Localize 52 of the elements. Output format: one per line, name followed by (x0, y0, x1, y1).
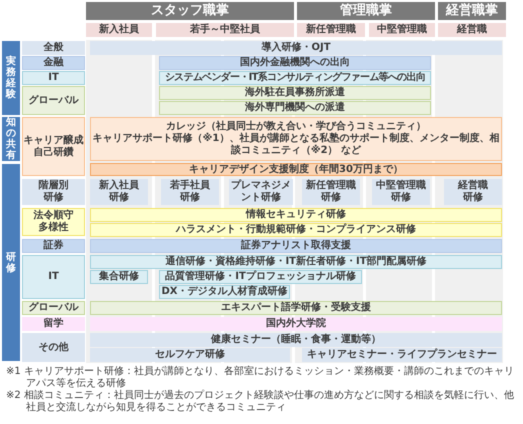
footnote: ※1 キャリアサポート研修：社員が講師となり、各部室におけるミッション・業務概要・講師のこれまでのキャリアパス等を伝える研修 (6, 366, 515, 390)
program-text: カレッジ（社員同士が教え合い・学び合うコミュニティ） (166, 121, 426, 132)
program-bar: 若手社員研修 (161, 179, 219, 205)
position-header: 若手～中堅社員 (156, 23, 294, 37)
program-bar: システムベンダー・IT系コンサルティングファーム等への出向 (159, 71, 431, 85)
program-bar: ハラスメント・行動規範研修・コンプライアンス研修 (90, 223, 502, 237)
program-bar: DX・デジタル人材育成研修 (159, 285, 290, 299)
program-bar: セルフケア研修 (90, 348, 290, 362)
program-bar: 集合研修 (90, 270, 148, 284)
subcategory-label: IT (22, 71, 85, 85)
grade-header: 管理職掌 (297, 2, 435, 20)
subcategory-label: 階層別研修 (22, 179, 85, 205)
program-bar: 経営職研修 (444, 179, 502, 205)
program-bar: 国内外大学院 (90, 317, 502, 331)
program-bar: 国内外金融機関への出向 (159, 56, 431, 70)
program-bar: 海外駐在員事務所派遣 (159, 86, 431, 100)
subcategory-label: 全般 (22, 41, 85, 55)
program-bar: 導入研修・OJT (90, 41, 502, 55)
program-bar: 通信研修・資格維持研修・IT新任者研修・IT部門配属研修 (90, 255, 502, 269)
program-text: キャリアサポート研修（※1）、社員が講師となる私塾のサポート制度、メンター制度、相談コミュニティ（※2） など (92, 133, 500, 157)
program-bar: 情報セキュリティ研修 (90, 208, 502, 222)
category-label: 実務経験 (2, 41, 20, 115)
program-bar: プレマネジメント研修 (229, 179, 293, 205)
category-label: 知の共有 (2, 117, 20, 161)
position-header: 新入社員 (86, 23, 152, 37)
category-label: 研修 (2, 164, 20, 361)
position-header: 経営職 (438, 23, 506, 37)
subcategory-label: IT (22, 255, 85, 299)
program-bar: 海外専門機関への派遣 (159, 101, 431, 115)
program-bar: キャリアセミナー・ライフプランセミナー (302, 348, 502, 362)
subcategory-label: 法令順守多様性 (22, 208, 85, 236)
grade-header: 経営職掌 (438, 2, 506, 20)
program-bar: キャリアデザイン支援制度（年間30万円まで） (90, 163, 502, 176)
subcategory-label: 留学 (22, 317, 85, 331)
subcategory-label: 証券 (22, 239, 85, 253)
program-bar: 新任管理職研修 (302, 179, 360, 205)
subcategory-label: グローバル (22, 86, 85, 115)
program-bar: 品質管理研修・ITプロフェッショナル研修 (159, 270, 362, 284)
subcategory-label: グローバル (22, 301, 85, 315)
grade-header: スタッフ職掌 (86, 2, 294, 20)
subcategory-label: その他 (22, 333, 85, 362)
position-header: 中堅管理職 (369, 23, 435, 37)
program-bar: エキスパート語学研修・受験支援 (90, 301, 502, 315)
program-bar: 証券アナリスト取得支援 (90, 239, 502, 253)
program-bar: 健康セミナー（睡眠・食事・運動等） (90, 333, 502, 347)
program-bar: 新入社員研修 (90, 179, 148, 205)
position-header: 新任管理職 (297, 23, 365, 37)
program-panel (90, 117, 502, 161)
subcategory-label: 金融 (22, 56, 85, 70)
subcategory-label: キャリア醸成自己研鑽 (22, 117, 85, 176)
program-bar: 中堅管理職研修 (372, 179, 430, 205)
footnote: ※2 相談コミュニティ：社員同士が過去のプロジェクト経験談や仕事の進め方などに関する相談を気軽に行い、他社員と交流しながら知見を得ることができるコミュニティ (6, 390, 515, 414)
